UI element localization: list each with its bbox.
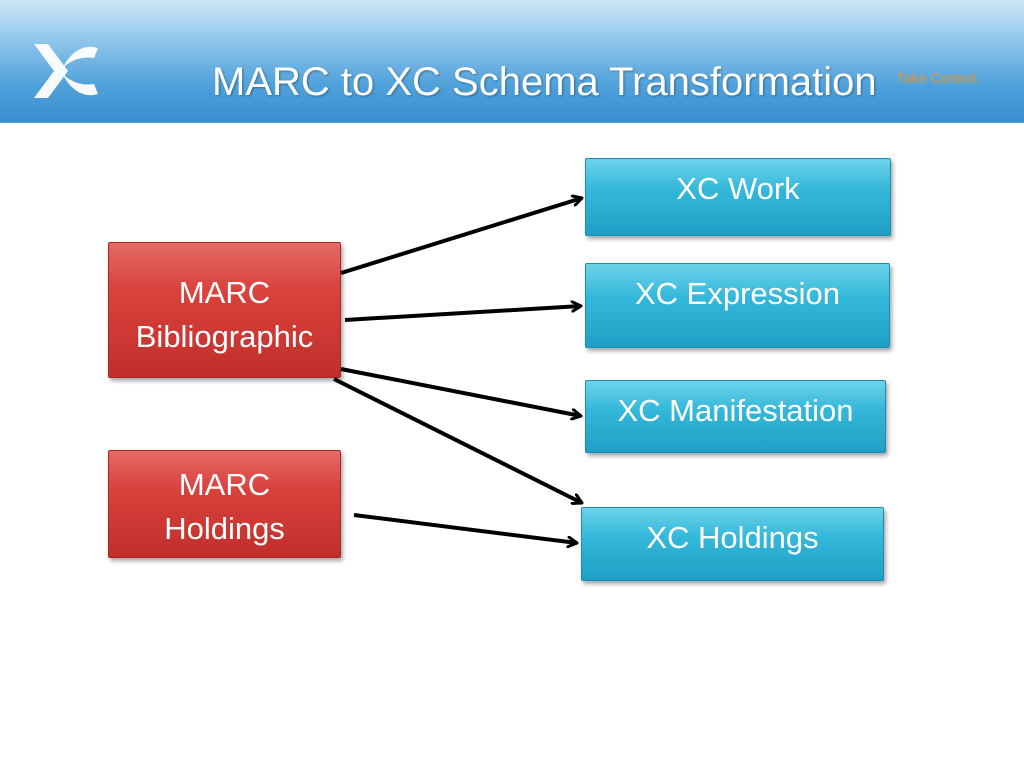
xc-expression-box: XC Expression xyxy=(585,263,890,348)
arrow-bib-to-manifestation xyxy=(340,367,581,416)
xc-work-box: XC Work xyxy=(585,158,891,236)
marc-bibliographic-box: MARC Bibliographic xyxy=(108,242,341,378)
marc-bibliographic-line1: MARC xyxy=(178,275,271,310)
arrow-bib-to-expression xyxy=(344,306,581,322)
xc-expression-label: XC Expression xyxy=(634,276,841,311)
xc-holdings-label: XC Holdings xyxy=(646,520,819,555)
marc-holdings-line2: Holdings xyxy=(164,511,285,546)
xc-logo-icon xyxy=(34,44,98,98)
header-band: MARC to XC Schema Transformation Take Co… xyxy=(0,0,1024,123)
arrow-bib-to-work xyxy=(340,198,582,275)
arrow-holdings-to-holdings xyxy=(353,513,577,543)
marc-holdings-box: MARC Holdings xyxy=(108,450,341,558)
xc-manifestation-box: XC Manifestation xyxy=(585,380,886,453)
page-title: MARC to XC Schema Transformation xyxy=(212,60,877,104)
marc-holdings-line1: MARC xyxy=(178,467,271,502)
xc-manifestation-label: XC Manifestation xyxy=(617,393,854,428)
tagline: Take Control. xyxy=(897,70,980,86)
xc-holdings-box: XC Holdings xyxy=(581,507,884,581)
marc-bibliographic-line2: Bibliographic xyxy=(135,319,314,354)
xc-work-label: XC Work xyxy=(676,171,800,206)
arrow-bib-to-holdings xyxy=(333,377,582,503)
